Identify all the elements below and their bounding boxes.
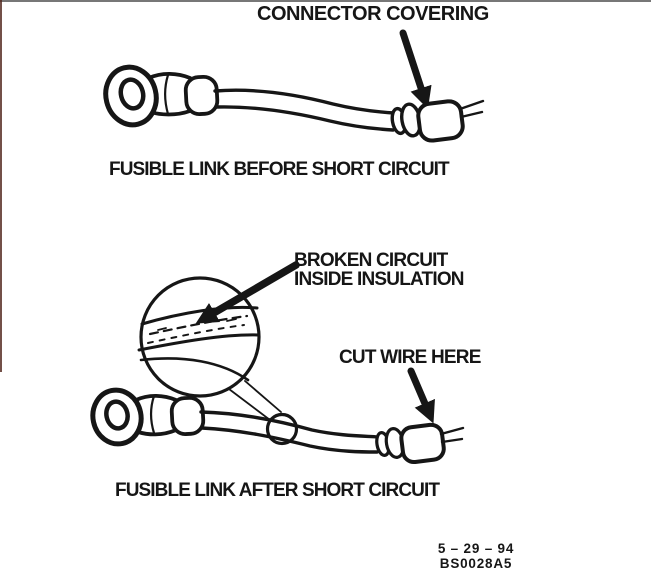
scan-edge-top [0, 0, 651, 2]
ring-terminal-hole [118, 77, 146, 111]
fusible-link-before-drawing [103, 29, 485, 143]
before-caption: FUSIBLE LINK BEFORE SHORT CIRCUIT [109, 159, 450, 180]
insulation-sleeve [169, 395, 206, 436]
insulation-sleeve [183, 74, 220, 116]
short-circuit-blister [265, 412, 299, 446]
crimp-mark [163, 73, 170, 116]
figure-footer: 5 – 29 – 94 BS0028A5 [431, 541, 521, 571]
magnified-wire-inner-edge [137, 333, 260, 352]
magnifier-inset-drawing [137, 261, 300, 421]
after-caption: FUSIBLE LINK AFTER SHORT CIRCUIT [115, 480, 440, 501]
connector-lead-wires [458, 99, 485, 119]
broken-strands-dashes [148, 314, 249, 336]
wire-bottom-edge [214, 105, 395, 132]
ring-terminal-hole [104, 399, 130, 431]
magnifier-leader-lines [228, 380, 282, 421]
connector-covering-label: CONNECTOR COVERING [257, 3, 489, 25]
connector-covering-arrow [399, 29, 432, 110]
wire-bottom-edge [200, 426, 379, 454]
wire-top-edge [213, 88, 396, 115]
broken-circuit-label-line1: BROKEN CIRCUIT [294, 250, 448, 271]
connector-covering-body [416, 99, 465, 143]
broken-circuit-label-line2: INSIDE INSULATION [294, 269, 465, 290]
broken-circuit-label: BROKEN CIRCUIT INSIDE INSULATION [294, 250, 465, 290]
connector-covering-body [399, 422, 446, 465]
fusible-link-after-drawing [90, 367, 465, 465]
broken-strands-tick [157, 318, 237, 331]
figure-date: 5 – 29 – 94 [437, 541, 515, 556]
figure-code: BS0028A5 [439, 556, 513, 571]
cut-wire-arrow [407, 367, 435, 424]
wire-top-edge [199, 410, 380, 439]
scan-edge-left [0, 0, 2, 372]
cut-wire-label: CUT WIRE HERE [339, 347, 481, 368]
crimp-mark [149, 394, 156, 435]
connector-lead-wires [439, 426, 465, 444]
magnified-wire-outer-edge [139, 357, 250, 382]
broken-circuit-arrow [195, 261, 300, 324]
broken-strands-dashes [147, 324, 245, 344]
